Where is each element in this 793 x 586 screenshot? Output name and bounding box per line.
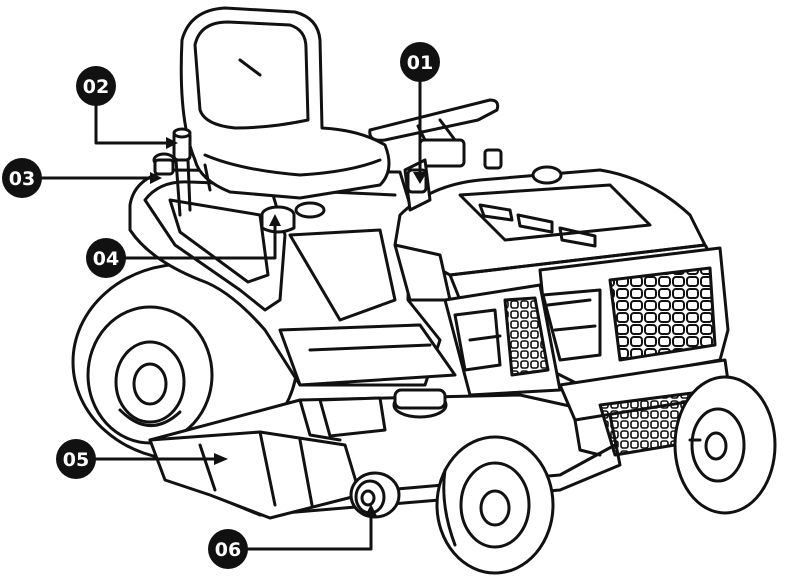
side-grille bbox=[443, 283, 562, 397]
lever-03 bbox=[152, 152, 176, 176]
leader-06 bbox=[245, 510, 373, 551]
arrow-02 bbox=[166, 137, 178, 149]
seat bbox=[179, 6, 391, 200]
callout-03-label: 03 bbox=[9, 168, 35, 190]
callout-01-label: 01 bbox=[407, 52, 433, 74]
callout-06-label: 06 bbox=[215, 539, 241, 561]
lever-02 bbox=[172, 127, 192, 217]
front-wheel-left bbox=[435, 435, 555, 575]
arrow-01 bbox=[413, 172, 427, 184]
arrow-03 bbox=[150, 172, 162, 184]
floorboard bbox=[278, 323, 457, 387]
callout-04: 04 bbox=[86, 238, 126, 278]
callout-02-label: 02 bbox=[83, 76, 109, 98]
leader-02 bbox=[94, 104, 172, 145]
discharge-chute bbox=[148, 430, 362, 520]
callout-05: 05 bbox=[56, 439, 96, 479]
leader-04 bbox=[124, 220, 277, 260]
callout-02: 02 bbox=[76, 66, 116, 106]
callout-03: 03 bbox=[2, 158, 42, 198]
gauge-wheel bbox=[349, 471, 401, 519]
arrow-04 bbox=[269, 214, 281, 226]
callout-06: 06 bbox=[208, 529, 248, 569]
arrow-05 bbox=[214, 453, 228, 465]
callout-01: 01 bbox=[400, 42, 440, 82]
hood bbox=[393, 148, 722, 302]
callout-05-label: 05 bbox=[63, 449, 89, 471]
callout-04-label: 04 bbox=[93, 248, 119, 270]
front-wheel-right bbox=[673, 375, 777, 515]
front-grille-housing bbox=[538, 246, 730, 387]
arrow-06 bbox=[365, 504, 377, 516]
rear-wheel bbox=[71, 262, 299, 462]
